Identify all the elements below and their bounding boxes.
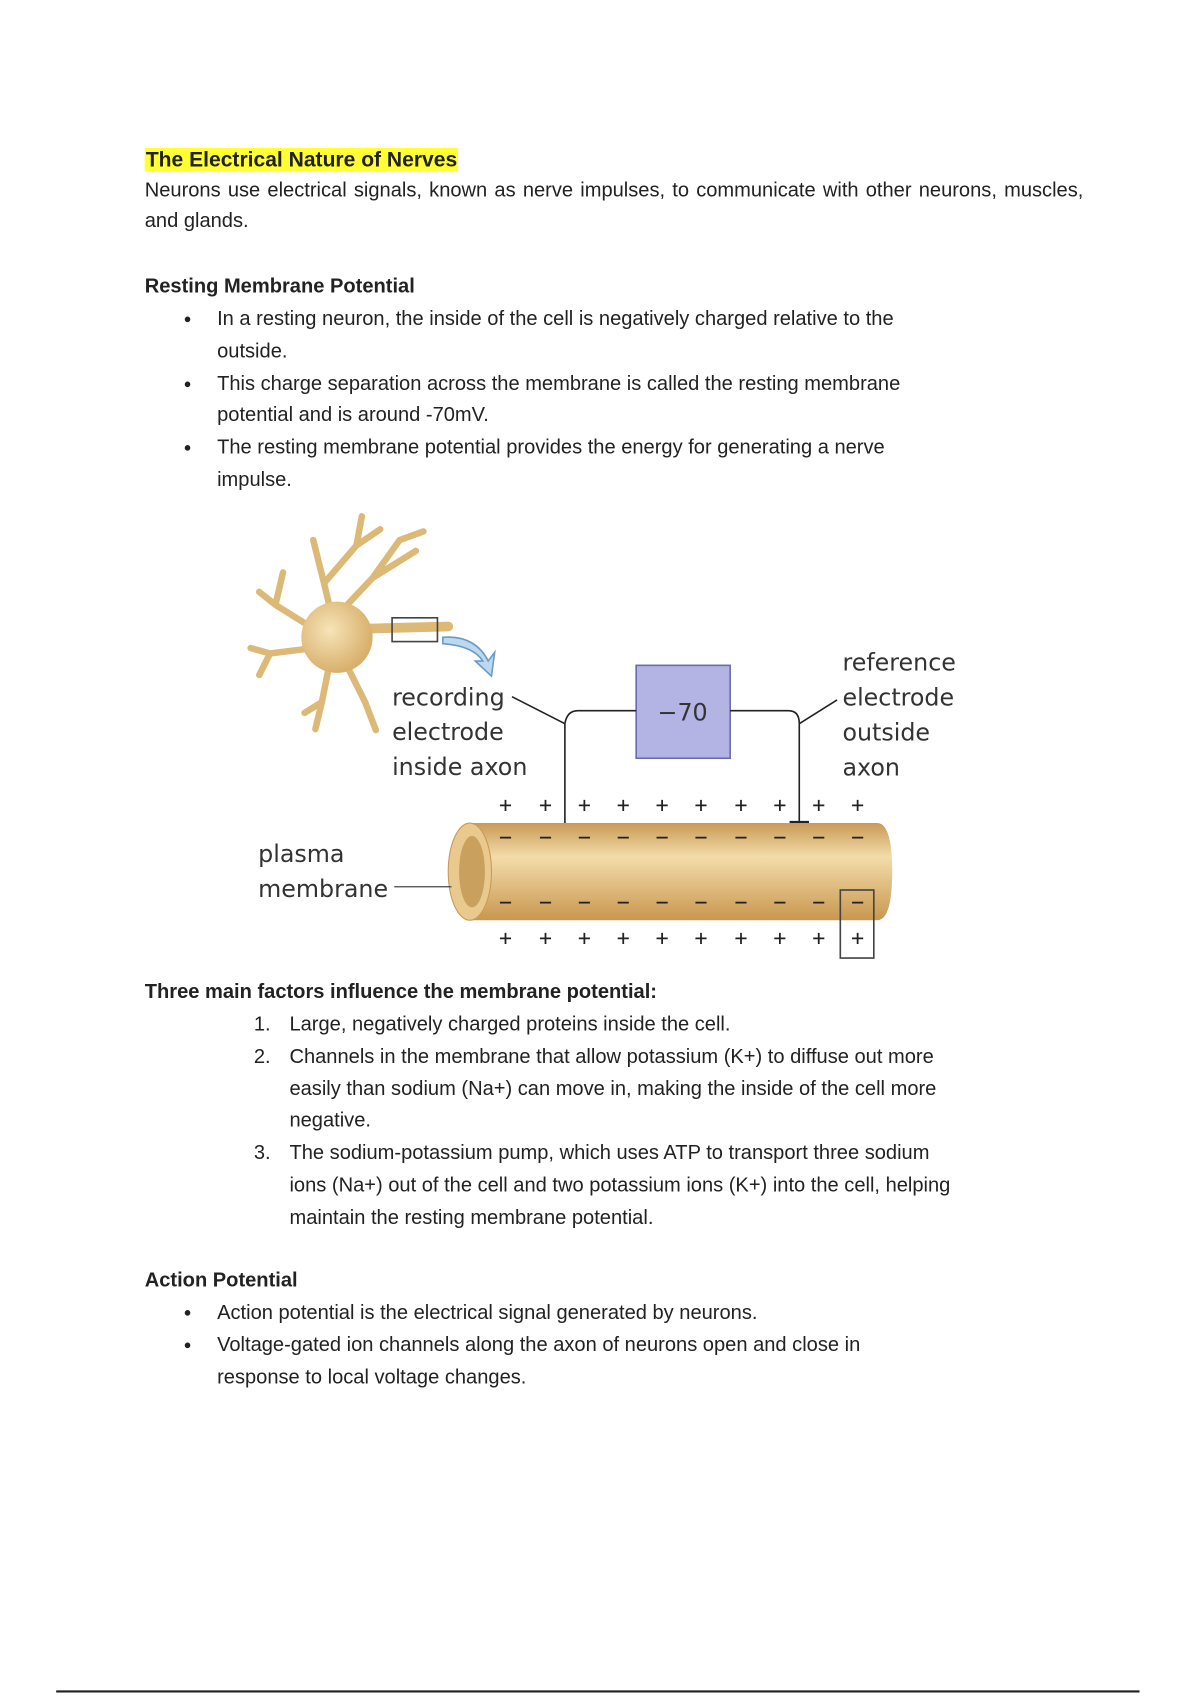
minus-charge: −	[734, 826, 747, 851]
plus-charge: +	[617, 793, 630, 818]
plus-charge: +	[578, 926, 591, 951]
diagram-label-line: recording	[392, 683, 505, 711]
plus-charge: +	[499, 793, 512, 818]
plus-charge: +	[617, 926, 630, 951]
list-number: 1.	[253, 1012, 271, 1035]
bullet-icon: ●	[183, 439, 192, 455]
voltmeter-reading: −70	[658, 698, 708, 726]
list-item-line: outside.	[217, 338, 288, 362]
list-item-line: ions (Na+) out of the cell and two potas…	[289, 1172, 951, 1196]
diagram-label-line: electrode	[842, 684, 954, 712]
voltmeter-box	[635, 664, 731, 760]
list-item-line: maintain the resting membrane potential.	[289, 1205, 654, 1228]
list-item-line: The sodium-potassium pump, which uses AT…	[289, 1140, 930, 1164]
plus-charge: +	[851, 793, 864, 818]
intro-paragraph: Neurons use electrical signals, known as…	[144, 178, 1084, 232]
bullet-icon: ●	[183, 375, 192, 391]
plus-charge: +	[734, 793, 747, 818]
list-number: 3.	[253, 1140, 271, 1164]
diagram-label-line: membrane	[258, 875, 388, 903]
page-bottom-rule	[56, 1690, 1140, 1693]
list-item-line: Voltage-gated ion channels along the axo…	[217, 1332, 861, 1356]
diagram-label-line: electrode	[392, 718, 504, 746]
list-item-line: easily than sodium (Na+) can move in, ma…	[289, 1076, 937, 1100]
plus-charge: +	[812, 793, 825, 818]
minus-charge: −	[734, 890, 747, 915]
plus-charge: +	[539, 926, 552, 951]
diagram-label-line: inside axon	[392, 753, 527, 781]
reference-electrode-label: reference electrode outside axon	[842, 649, 955, 782]
plus-charge: +	[656, 793, 669, 818]
list-item-line: Channels in the membrane that allow pota…	[289, 1044, 934, 1067]
plasma-membrane-label: plasma membrane	[258, 840, 388, 903]
minus-charge: −	[578, 890, 591, 915]
document-title: The Electrical Nature of Nerves	[144, 147, 459, 172]
list-item-line: The resting membrane potential provides …	[217, 435, 885, 459]
membrane-charges: +−−++−−++−−++−−++−−++−−++−−++−−++−−++−−+	[499, 793, 864, 951]
neuron-soma	[301, 601, 373, 673]
plus-charge: +	[578, 793, 591, 818]
plus-charge: +	[812, 926, 825, 951]
minus-charge: −	[773, 890, 786, 915]
minus-charge: −	[499, 826, 512, 851]
charge-highlight-box	[839, 889, 875, 959]
minus-charge: −	[656, 826, 669, 851]
plus-charge: +	[734, 926, 747, 951]
bullet-icon: ●	[183, 1304, 192, 1320]
plus-charge: +	[656, 926, 669, 951]
minus-charge: −	[851, 826, 864, 851]
minus-charge: −	[694, 826, 707, 851]
list-number: 2.	[253, 1044, 271, 1067]
axon-cylinder	[447, 822, 893, 921]
minus-charge: −	[773, 826, 786, 851]
list-item-line: impulse.	[217, 467, 292, 491]
resting-heading: Resting Membrane Potential	[144, 274, 415, 298]
bullet-icon: ●	[183, 1336, 192, 1353]
plus-charge: +	[773, 793, 786, 818]
minus-charge: −	[617, 890, 630, 915]
plus-charge: +	[851, 926, 864, 951]
action-heading: Action Potential	[144, 1268, 298, 1291]
zoom-arrow-icon	[442, 636, 496, 678]
recording-electrode-label: recording electrode inside axon	[392, 683, 527, 781]
diagram-label-line: axon	[842, 753, 899, 781]
minus-charge: −	[617, 826, 630, 851]
factors-heading: Three main factors influence the membran…	[144, 979, 657, 1003]
neuron-illustration	[247, 513, 454, 734]
minus-charge: −	[539, 890, 552, 915]
plus-charge: +	[694, 926, 707, 951]
minus-charge: −	[851, 890, 864, 915]
list-item-line: potential and is around -70mV.	[217, 403, 489, 426]
plus-charge: +	[539, 793, 552, 818]
bullet-icon: ●	[183, 311, 192, 327]
minus-charge: −	[578, 826, 591, 851]
list-item-line: Action potential is the electrical signa…	[217, 1300, 758, 1324]
plus-charge: +	[773, 926, 786, 951]
list-item-line: Large, negatively charged proteins insid…	[289, 1012, 731, 1035]
minus-charge: −	[499, 890, 512, 915]
diagram-label-line: reference	[842, 649, 955, 677]
minus-charge: −	[694, 890, 707, 915]
minus-charge: −	[812, 826, 825, 851]
list-item-line: response to local voltage changes.	[217, 1364, 527, 1388]
diagram-label-line: outside	[842, 719, 930, 747]
reference-electrode-tip	[789, 820, 809, 825]
list-item-line: This charge separation across the membra…	[217, 371, 901, 394]
list-item-line: In a resting neuron, the inside of the c…	[217, 306, 894, 330]
list-item-line: negative.	[289, 1108, 371, 1132]
minus-charge: −	[539, 826, 552, 851]
axon-zoom-box	[391, 617, 439, 643]
minus-charge: −	[812, 890, 825, 915]
plus-charge: +	[694, 793, 707, 818]
minus-charge: −	[656, 890, 669, 915]
plus-charge: +	[499, 926, 512, 951]
diagram-label-line: plasma	[258, 840, 344, 868]
